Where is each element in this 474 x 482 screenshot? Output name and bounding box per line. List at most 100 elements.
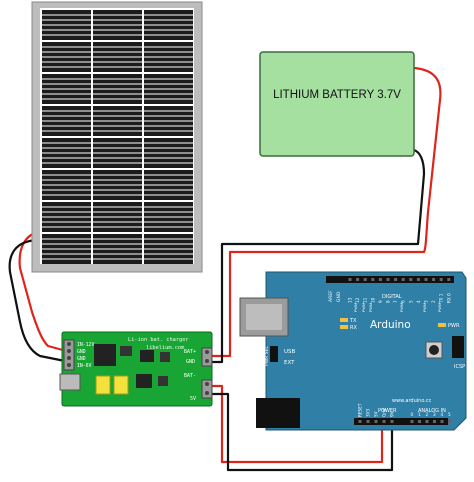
- digital-pin: [432, 278, 436, 281]
- pwm-label: PWM: [437, 303, 442, 312]
- digital-pin: [409, 278, 413, 281]
- charger-usb: [59, 373, 81, 391]
- charger-ic: [94, 344, 116, 366]
- digital-pin-label: 10: [370, 297, 375, 303]
- power-pin: [382, 420, 386, 423]
- bat-plus-label: BAT+: [184, 349, 196, 355]
- digital-pin-label: 8: [386, 300, 391, 303]
- pwm-label: PWM: [361, 303, 366, 312]
- pwr-label: PWR: [448, 323, 460, 329]
- bat-gnd-label: GND: [186, 359, 195, 365]
- digital-pin-label: 4: [416, 300, 421, 303]
- input-screw: [67, 363, 71, 367]
- pwr-sel-jumper: [270, 346, 278, 362]
- digital-pin-label: 13: [348, 297, 353, 303]
- usb-label: USB: [284, 349, 296, 355]
- charger-site: libelium.com: [146, 345, 184, 351]
- rx-label: RX: [350, 325, 357, 331]
- icsp-label: ICSP: [454, 364, 465, 370]
- power-pin-label: 3V3: [366, 408, 371, 417]
- digital-pin: [386, 278, 390, 281]
- pwm-label: PWM: [399, 303, 404, 312]
- out-black-wire: [212, 392, 394, 472]
- solar-panel: [31, 1, 203, 273]
- input-pin-label: IN-6V: [77, 363, 92, 369]
- analog-pin: [448, 420, 451, 423]
- arduino-board: Arduino DIGITAL TX RX PWR ICSP USB EXT P…: [239, 271, 467, 431]
- out-terminal: [201, 379, 213, 399]
- digital-pin: [356, 278, 360, 281]
- power-pin-label: 9V: [390, 411, 395, 417]
- digital-pin-label: 6: [401, 300, 406, 303]
- digital-header: [326, 276, 454, 283]
- charger-board: Li-ion bat. charger libelium.com BAT+ GN…: [59, 331, 213, 407]
- capacitor-2: [113, 375, 129, 395]
- digital-pin: [401, 278, 405, 281]
- digital-pin-label: TX 1: [439, 293, 444, 304]
- analog-in-label: ANALOG IN: [418, 408, 446, 414]
- input-screw: [67, 342, 71, 346]
- digital-pin-label: 7: [393, 300, 398, 303]
- digital-pin: [348, 278, 352, 281]
- analog-pin: [418, 420, 421, 423]
- analog-pin: [425, 420, 429, 423]
- digital-pin: [424, 278, 428, 281]
- pwm-label: PWM: [353, 303, 358, 312]
- analog-pin: [410, 420, 414, 423]
- power-pin: [374, 420, 378, 423]
- input-pin-label: GND: [77, 356, 86, 362]
- battery-black-wire: [212, 148, 426, 364]
- out-red-wire: [212, 384, 384, 464]
- wires: [8, 66, 442, 472]
- bat-minus-label: BAT-: [184, 373, 196, 379]
- digital-pin: [447, 278, 451, 281]
- pwm-label: PWM: [368, 303, 373, 312]
- power-header: [354, 418, 448, 425]
- digital-pin: [416, 278, 420, 281]
- analog-pin-label: 1: [418, 412, 421, 417]
- power-pin-label: Gnd: [382, 408, 387, 417]
- digital-pin: [363, 278, 367, 281]
- panel-red-wire: [18, 230, 71, 354]
- digital-pin-label: 12: [355, 297, 360, 303]
- arduino-url: www.arduino.cc: [392, 398, 432, 404]
- analog-pin-label: 0: [411, 412, 414, 417]
- aref-label: AREF: [328, 290, 334, 302]
- digital-pin-label: 9: [378, 300, 383, 303]
- digital-pin-label: 3: [424, 300, 429, 303]
- input-terminal: [63, 339, 75, 371]
- analog-pin-label: 4: [441, 412, 444, 417]
- input-pin-label: IN-12V: [77, 342, 94, 348]
- analog-pin-label: 5: [448, 412, 451, 417]
- charger-title: Li-ion bat. charger: [128, 337, 189, 343]
- tx-label: TX: [349, 318, 357, 324]
- analog-pin: [440, 420, 444, 423]
- pwr-led: [438, 323, 446, 327]
- power-pin-label: 5V: [374, 411, 379, 417]
- analog-pin-label: 2: [426, 412, 429, 417]
- power-pin: [390, 420, 394, 423]
- digital-label: DIGITAL: [382, 294, 402, 300]
- panel-black-wire: [8, 238, 71, 364]
- digital-pin-label: 2: [431, 300, 436, 303]
- power-pin: [358, 420, 362, 423]
- pwm-label: PWM: [422, 303, 427, 312]
- icsp-header: [452, 336, 464, 358]
- power-label: POWER: [378, 408, 397, 414]
- input-screw: [67, 356, 71, 360]
- lithium-battery: LITHIUM BATTERY 3.7V: [259, 51, 415, 157]
- digital-pin-label: 11: [363, 297, 368, 303]
- digital-pin: [439, 278, 443, 281]
- analog-pin-label: 3: [433, 412, 436, 417]
- tx-led: [340, 318, 348, 322]
- out-5v-label: 5V: [190, 396, 196, 402]
- digital-pin: [378, 278, 382, 281]
- digital-pin: [394, 278, 398, 281]
- ext-label: EXT: [284, 360, 295, 366]
- arduino-brand: Arduino: [370, 319, 411, 331]
- capacitor-1: [95, 375, 111, 395]
- power-pin-label: RESET: [358, 403, 363, 417]
- power-pin: [366, 420, 370, 423]
- digital-pin-label: 5: [408, 300, 413, 303]
